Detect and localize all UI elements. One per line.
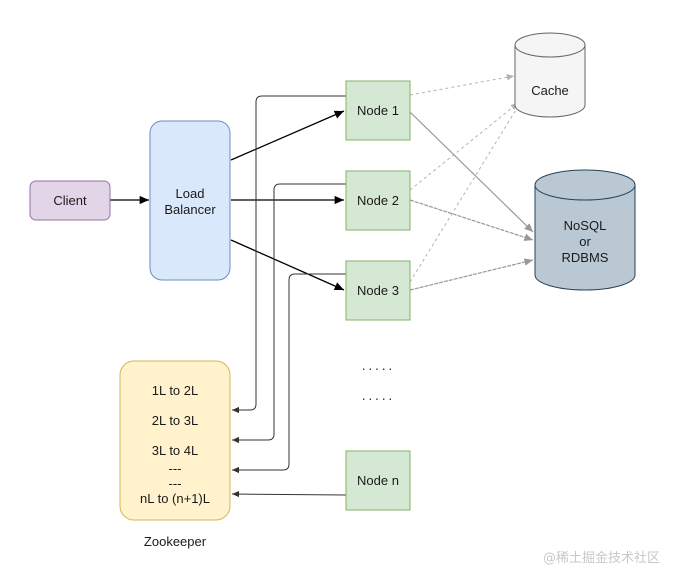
cache-top: [514, 32, 586, 58]
database-label-line3: RDBMS: [562, 250, 609, 265]
database-cylinder: NoSQL or RDBMS: [534, 169, 636, 291]
client-shape: [29, 180, 111, 221]
node-3-shape: [345, 260, 411, 321]
ellipsis-2: ·····: [361, 390, 394, 406]
zookeeper-entry-1: 1L to 2L: [152, 383, 199, 398]
edge-node1-to-cache: [409, 74, 515, 96]
node-1-label: Node 1: [357, 103, 399, 118]
load-balancer-label-line2: Balancer: [164, 202, 216, 217]
watermark: @稀土掘金技术社区: [543, 550, 660, 566]
zookeeper-caption: Zookeeper: [144, 534, 207, 549]
node-2-shape: [345, 170, 411, 231]
cache-label: Cache: [531, 83, 569, 98]
edge-node2-to-cache: [409, 102, 519, 191]
database-label-line2: or: [579, 234, 591, 249]
ellipsis-1: ·····: [361, 360, 394, 376]
database-top: [534, 169, 636, 201]
edges: [110, 74, 534, 498]
load-balancer-shape: [149, 120, 231, 281]
edge-node3-to-zookeeper: [232, 273, 346, 474]
node-n-box: Node n: [345, 450, 411, 511]
zookeeper-entry-3: 3L to 4L: [152, 443, 199, 458]
node-3-label: Node 3: [357, 283, 399, 298]
zookeeper-entry-6: nL to (n+1)L: [140, 491, 210, 506]
edge-node1-to-db: [409, 111, 534, 233]
cache-cylinder: Cache: [514, 32, 586, 118]
node-n-shape: [345, 450, 411, 511]
cache-body: [514, 45, 586, 118]
node-2-box: Node 2: [345, 170, 411, 231]
load-balancer-box: Load Balancer: [149, 120, 231, 281]
node-2-label: Node 2: [357, 193, 399, 208]
database-body: [534, 185, 636, 291]
zookeeper-box: 1L to 2L 2L to 3L 3L to 4L --- --- nL to…: [119, 360, 231, 521]
zookeeper-entry-4: ---: [169, 461, 182, 476]
load-balancer-label-line1: Load: [176, 186, 205, 201]
database-label-line1: NoSQL: [564, 218, 607, 233]
edge-lb-to-node1: [230, 110, 345, 161]
zookeeper-entry-2: 2L to 3L: [152, 413, 199, 428]
client-box: Client: [29, 180, 111, 221]
edge-node2-to-zookeeper: [232, 183, 346, 444]
edge-node3-to-cache: [409, 99, 523, 283]
zookeeper-shape: [119, 360, 231, 521]
node-1-box: Node 1: [345, 80, 411, 141]
edge-node3-to-db: [409, 258, 534, 291]
node-1-shape: [345, 80, 411, 141]
client-label: Client: [53, 193, 87, 208]
node-n-label: Node n: [357, 473, 399, 488]
zookeeper-entry-5: ---: [169, 476, 182, 491]
edge-node2-to-db: [409, 199, 534, 241]
node-3-box: Node 3: [345, 260, 411, 321]
edge-noden-to-zookeeper: [231, 490, 347, 498]
edge-lb-to-node3: [230, 239, 345, 291]
edge-node1-to-zookeeper: [232, 95, 346, 414]
